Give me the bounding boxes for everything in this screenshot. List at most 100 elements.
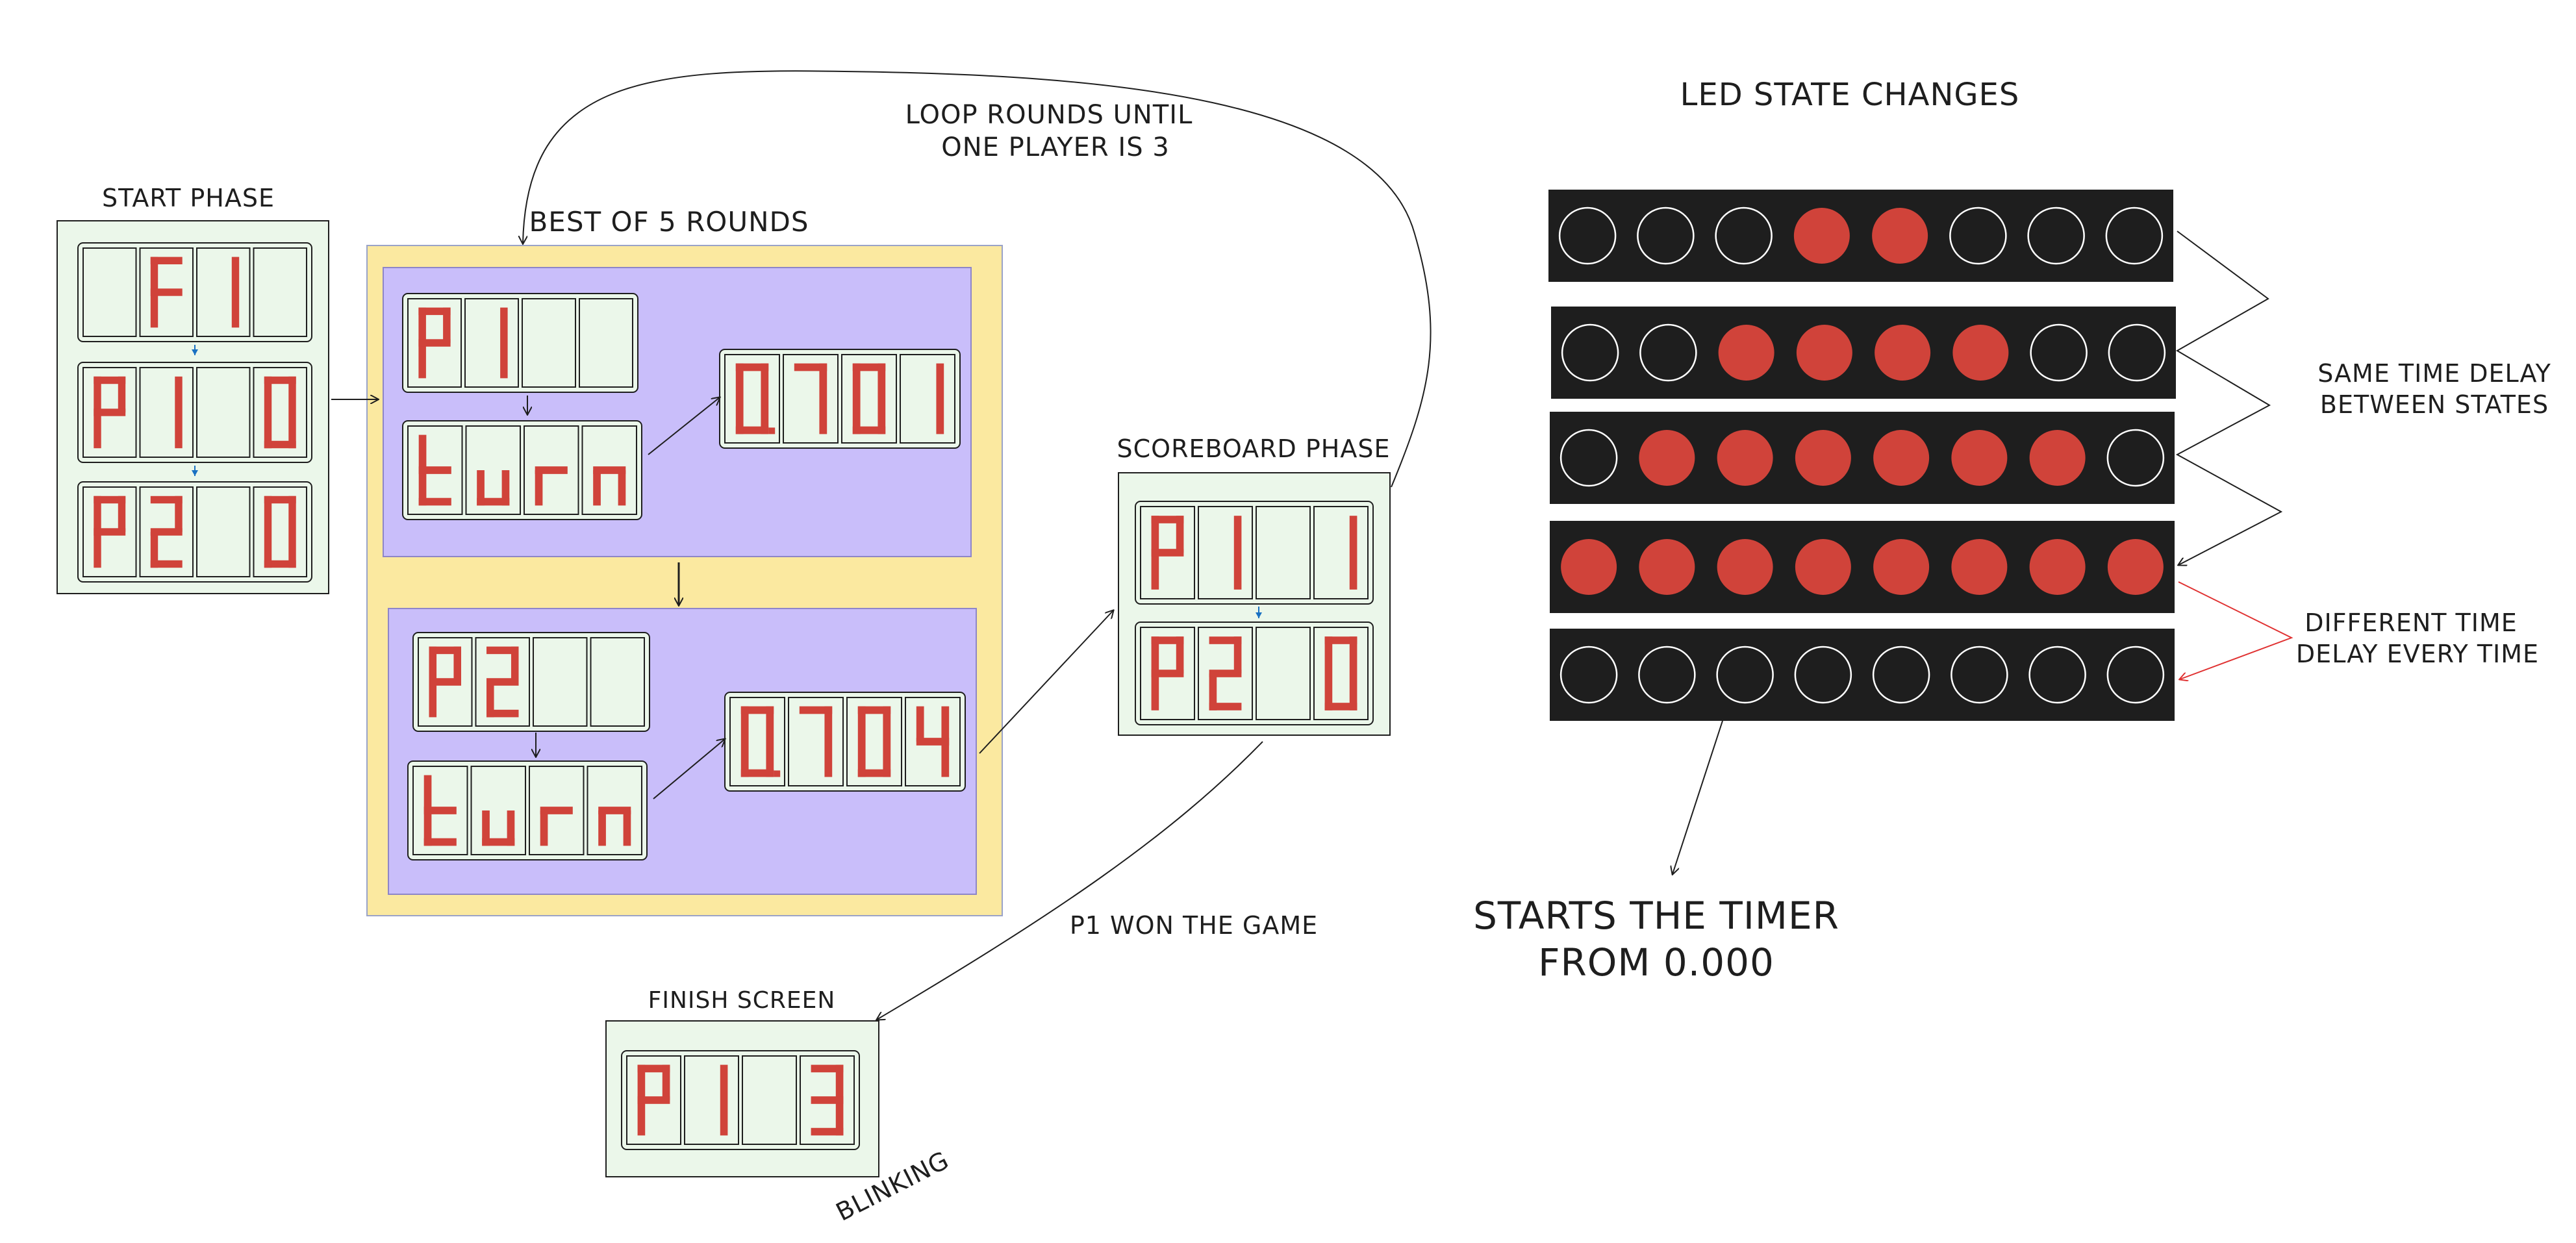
segment-c (761, 399, 769, 434)
led-on (1875, 325, 1931, 381)
segment-c (288, 532, 296, 568)
led-off (1638, 646, 1696, 704)
segment-a (1209, 636, 1242, 644)
different-time-delay-label-line2: DELAY EVERY TIME (2296, 640, 2539, 668)
led-on (1717, 539, 1773, 595)
led-off (1872, 646, 1930, 704)
segment-c (175, 412, 183, 449)
segment-g (811, 1096, 844, 1104)
led-strip-4 (1550, 521, 2175, 613)
segment-b (819, 363, 827, 399)
display-round2-turn (407, 760, 648, 860)
segment-a (857, 706, 891, 714)
segment-c (819, 399, 827, 434)
segment-b (1176, 636, 1184, 673)
segment-b (761, 363, 769, 399)
digit-cell (742, 1055, 797, 1145)
segment-b (175, 496, 183, 532)
segment-f (264, 496, 272, 532)
led-off (1949, 207, 2007, 265)
led-state-strips (1548, 190, 2176, 721)
segment-g (637, 1096, 670, 1104)
segment-e (735, 399, 744, 434)
display-round2-time (724, 692, 966, 792)
segment-g (1151, 670, 1184, 677)
segment-g (150, 528, 183, 536)
led-off (1561, 323, 1619, 382)
led-on (1795, 430, 1851, 486)
decimal-point (774, 770, 781, 777)
segment-a (1324, 636, 1357, 644)
segment-d (418, 497, 451, 506)
segment-b (453, 646, 461, 682)
segment-e (94, 412, 101, 449)
segment-b (175, 376, 183, 412)
segment-a (264, 376, 296, 384)
segment-a (150, 257, 183, 265)
segment-e (418, 470, 427, 506)
segment-a (852, 363, 886, 371)
segment-d (1209, 703, 1242, 710)
segment-b (878, 363, 886, 399)
segment-e (852, 399, 861, 434)
segment-g (418, 339, 451, 347)
segment-a (94, 376, 126, 384)
led-off (1639, 323, 1697, 382)
segment-f (1324, 636, 1333, 673)
segment-d (811, 1127, 844, 1136)
display-round1-time (719, 349, 961, 449)
led-on (1873, 539, 1930, 595)
led-on (1872, 208, 1928, 264)
led-on (1951, 539, 2008, 595)
segment-c (824, 742, 833, 777)
p1-won-label: P1 WON THE GAME (1070, 911, 1318, 940)
segment-c (288, 412, 296, 449)
connectors (192, 70, 2293, 1020)
segment-d (740, 769, 774, 777)
starts-timer-label-line2: FROM 0.000 (1538, 940, 1774, 985)
start-phase-label: START PHASE (102, 184, 275, 212)
segment-e (94, 532, 101, 568)
starts-timer-label-line1: STARTS THE TIMER (1473, 894, 1839, 938)
seven-segment-displays (77, 242, 1374, 1150)
segment-g (486, 678, 519, 686)
segment-g (593, 466, 626, 474)
segment-a (1151, 636, 1184, 644)
segment-a (740, 706, 774, 714)
led-off (1558, 207, 1617, 265)
segment-c (936, 399, 944, 434)
display-start-2 (77, 362, 312, 463)
segment-g (94, 528, 126, 536)
digit-cell (196, 486, 251, 577)
display-round2-player (412, 632, 650, 732)
segment-e (1209, 673, 1217, 710)
segment-b (662, 1064, 670, 1100)
segment-c (720, 1100, 728, 1136)
segment-g (429, 678, 461, 686)
segment-e (429, 682, 437, 718)
loop-rounds-label-line1: LOOP ROUNDS UNTIL (905, 100, 1193, 130)
segment-a (486, 646, 519, 655)
segment-g (418, 466, 451, 474)
led-on (1561, 539, 1617, 595)
segment-f (740, 706, 749, 742)
segment-c (618, 470, 626, 506)
segment-c (623, 810, 631, 846)
segment-g (1209, 670, 1242, 677)
led-on (1639, 430, 1695, 486)
segment-g (540, 807, 573, 814)
segment-a (811, 1064, 844, 1073)
display-score-p1 (1135, 501, 1374, 605)
loop-rounds-label-line2: ONE PLAYER IS 3 (941, 132, 1170, 162)
led-off (2105, 207, 2164, 265)
segment-a (94, 496, 126, 504)
scoreboard-phase-label: SCOREBOARD PHASE (1117, 434, 1391, 463)
display-score-p2 (1135, 622, 1374, 725)
segment-e (598, 810, 606, 846)
segment-e (1151, 673, 1159, 710)
digit-cell (1198, 506, 1253, 599)
segment-f (94, 496, 101, 532)
segment-c (1349, 673, 1357, 710)
